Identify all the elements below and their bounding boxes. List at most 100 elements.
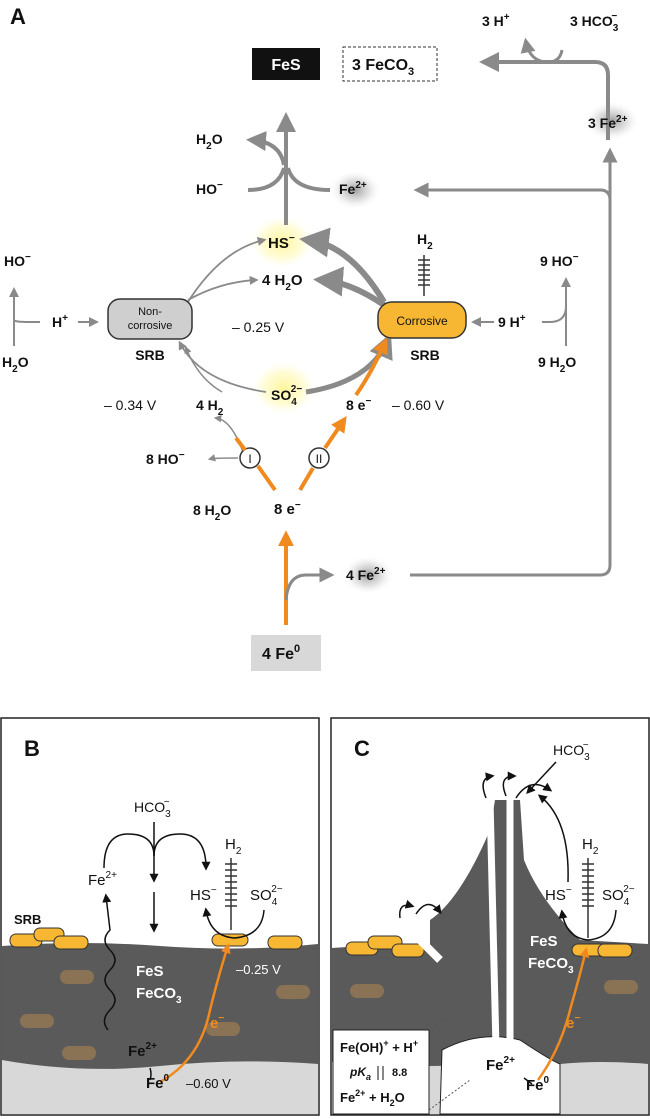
e8-right-label: 8 e− — [346, 396, 371, 413]
fe2-c-label: Fe2+ — [486, 1055, 515, 1074]
fe2-merge-arrow — [286, 167, 331, 192]
noncorr-to-hs-arrow — [185, 237, 267, 306]
sulfate-loop-b — [202, 907, 265, 939]
ho-left-label: HO− — [4, 252, 31, 269]
so4-c-label: SO42− — [602, 884, 635, 908]
fe0-box — [251, 635, 321, 671]
fe0-label: 4 Fe0 — [262, 643, 300, 663]
electron-b-label: e− — [210, 1013, 224, 1032]
hco3-in-arrow-c — [526, 761, 557, 794]
v-top-b-label: –0.25 V — [236, 962, 281, 977]
fe2-top-b-label: Fe2+ — [88, 870, 117, 889]
h2-b-label: H2 — [225, 836, 242, 857]
panel-b: B SRB HCO3− Fe2+ HS− H2 — [0, 717, 320, 1116]
pit-c — [439, 1036, 561, 1115]
h2-dashes — [418, 255, 430, 296]
ho-merge-arrow — [247, 167, 286, 192]
noncorr-to-water-arrow — [187, 275, 259, 301]
fes-label: FeS — [271, 57, 301, 74]
v-bottom-b-label: –0.60 V — [186, 1076, 231, 1091]
out-arrow-c-2 — [502, 771, 517, 797]
feco3-b-label: FeCO3 — [136, 985, 182, 1006]
fe2-glow — [329, 170, 381, 210]
sulfate-label: SO42− — [271, 384, 302, 408]
ho9-label: 9 HO− — [540, 252, 579, 269]
hs-glow — [248, 214, 316, 270]
feco3-c-label: FeCO3 — [528, 955, 574, 976]
noncorrosive-cell — [107, 298, 193, 340]
pathway-two-badge — [308, 447, 330, 469]
h2o8-label: 8 H2O — [193, 502, 231, 523]
corrosive-label: Corrosive — [396, 314, 448, 328]
fe0-c-label: Fe0 — [526, 1075, 550, 1094]
pathway-one-label: I — [248, 452, 251, 466]
srb-b-label: SRB — [14, 912, 41, 927]
ho8-arrow — [207, 454, 239, 462]
out-arrow-c-1 — [482, 772, 495, 799]
equilibrium-arrows — [377, 1066, 384, 1080]
h9-label: 9 H+ — [498, 313, 526, 330]
h2o-left-label: H2O — [2, 354, 29, 375]
fe3-to-feco3-arrow — [479, 52, 610, 140]
orange-path-one-top — [234, 436, 247, 452]
noncorr-line1: Non- — [138, 306, 162, 318]
sulfate-loop-c — [558, 909, 617, 941]
hs-c-label: HS− — [545, 885, 572, 904]
h2-c-label: H2 — [582, 836, 599, 857]
pathway-one-badge — [239, 447, 261, 469]
v-right-label: – 0.60 V — [392, 397, 445, 413]
so4-b-label: SO42− — [250, 884, 283, 908]
h-out-arrow — [520, 37, 549, 64]
srb-left-label: SRB — [135, 347, 165, 363]
pka-label: pKa — [349, 1065, 371, 1082]
panel-a: A FeS 3 FeCO3 3 H+ 3 HCO3− 3 Fe2+ H2O HO… — [2, 4, 640, 671]
embedded-cells-b — [20, 970, 310, 1060]
hs-b-label: HS− — [190, 885, 217, 904]
tube-left-c — [486, 799, 500, 1049]
electron-arrow-b — [159, 943, 231, 1084]
electron-c-label: e− — [566, 1013, 580, 1032]
top-h-label: 3 H+ — [482, 12, 510, 29]
orange-path-one — [256, 464, 277, 492]
fe-dissolve-line-c — [523, 1077, 533, 1085]
hco3-c-label: HCO3− — [553, 740, 590, 763]
side-arrow-c-2 — [415, 903, 442, 915]
hs-label: HS− — [268, 233, 295, 252]
h-left-label: H+ — [52, 313, 68, 330]
tube-side-c — [397, 917, 443, 963]
fe3-right-label: 3 Fe2+ — [588, 114, 628, 131]
panel-c-label: C — [354, 736, 370, 761]
left-branch — [13, 319, 40, 323]
fe2h2o-label: Fe2+ + H2O — [340, 1088, 405, 1108]
fes-b-label: FeS — [136, 963, 164, 980]
embedded-cells-c — [350, 980, 638, 998]
left-loop-b — [103, 833, 155, 869]
ho-top-label: HO− — [196, 180, 223, 197]
metal-layer-b — [2, 1060, 318, 1114]
fe0-b-label: Fe0 — [146, 1073, 170, 1092]
fe2-bottom-b-label: Fe2+ — [128, 1041, 157, 1060]
electrons-to-corr-arrow — [354, 337, 388, 397]
pka-value: 8.8 — [392, 1067, 407, 1079]
h2-to-noncorr-arrow — [184, 345, 223, 393]
hco3-in-arrow — [547, 49, 564, 64]
corrosive-cell — [377, 301, 467, 339]
noncorr-line2: corrosive — [128, 320, 173, 332]
srb-right-label: SRB — [410, 347, 440, 363]
fe-dissolve-line-b — [149, 1067, 152, 1081]
feco3-box — [342, 46, 438, 82]
fe2-mid-label: Fe2+ — [339, 180, 367, 197]
fe4-up-line — [410, 147, 618, 577]
ho8-label: 8 HO− — [146, 450, 185, 467]
v-left-label: – 0.34 V — [104, 397, 157, 413]
fe4-glow — [342, 555, 394, 595]
equilibrium-inset — [332, 1029, 430, 1115]
fe4-label: 4 Fe2+ — [346, 566, 386, 583]
h2-dashes-c — [582, 858, 594, 938]
feco3-label: 3 FeCO3 — [352, 57, 414, 78]
orange-path-two — [298, 466, 315, 492]
side-arrow-c-1 — [399, 899, 415, 919]
h2o-out-arrow — [246, 131, 286, 166]
inset-callout-top — [428, 1009, 459, 1031]
right-branch — [542, 305, 567, 323]
